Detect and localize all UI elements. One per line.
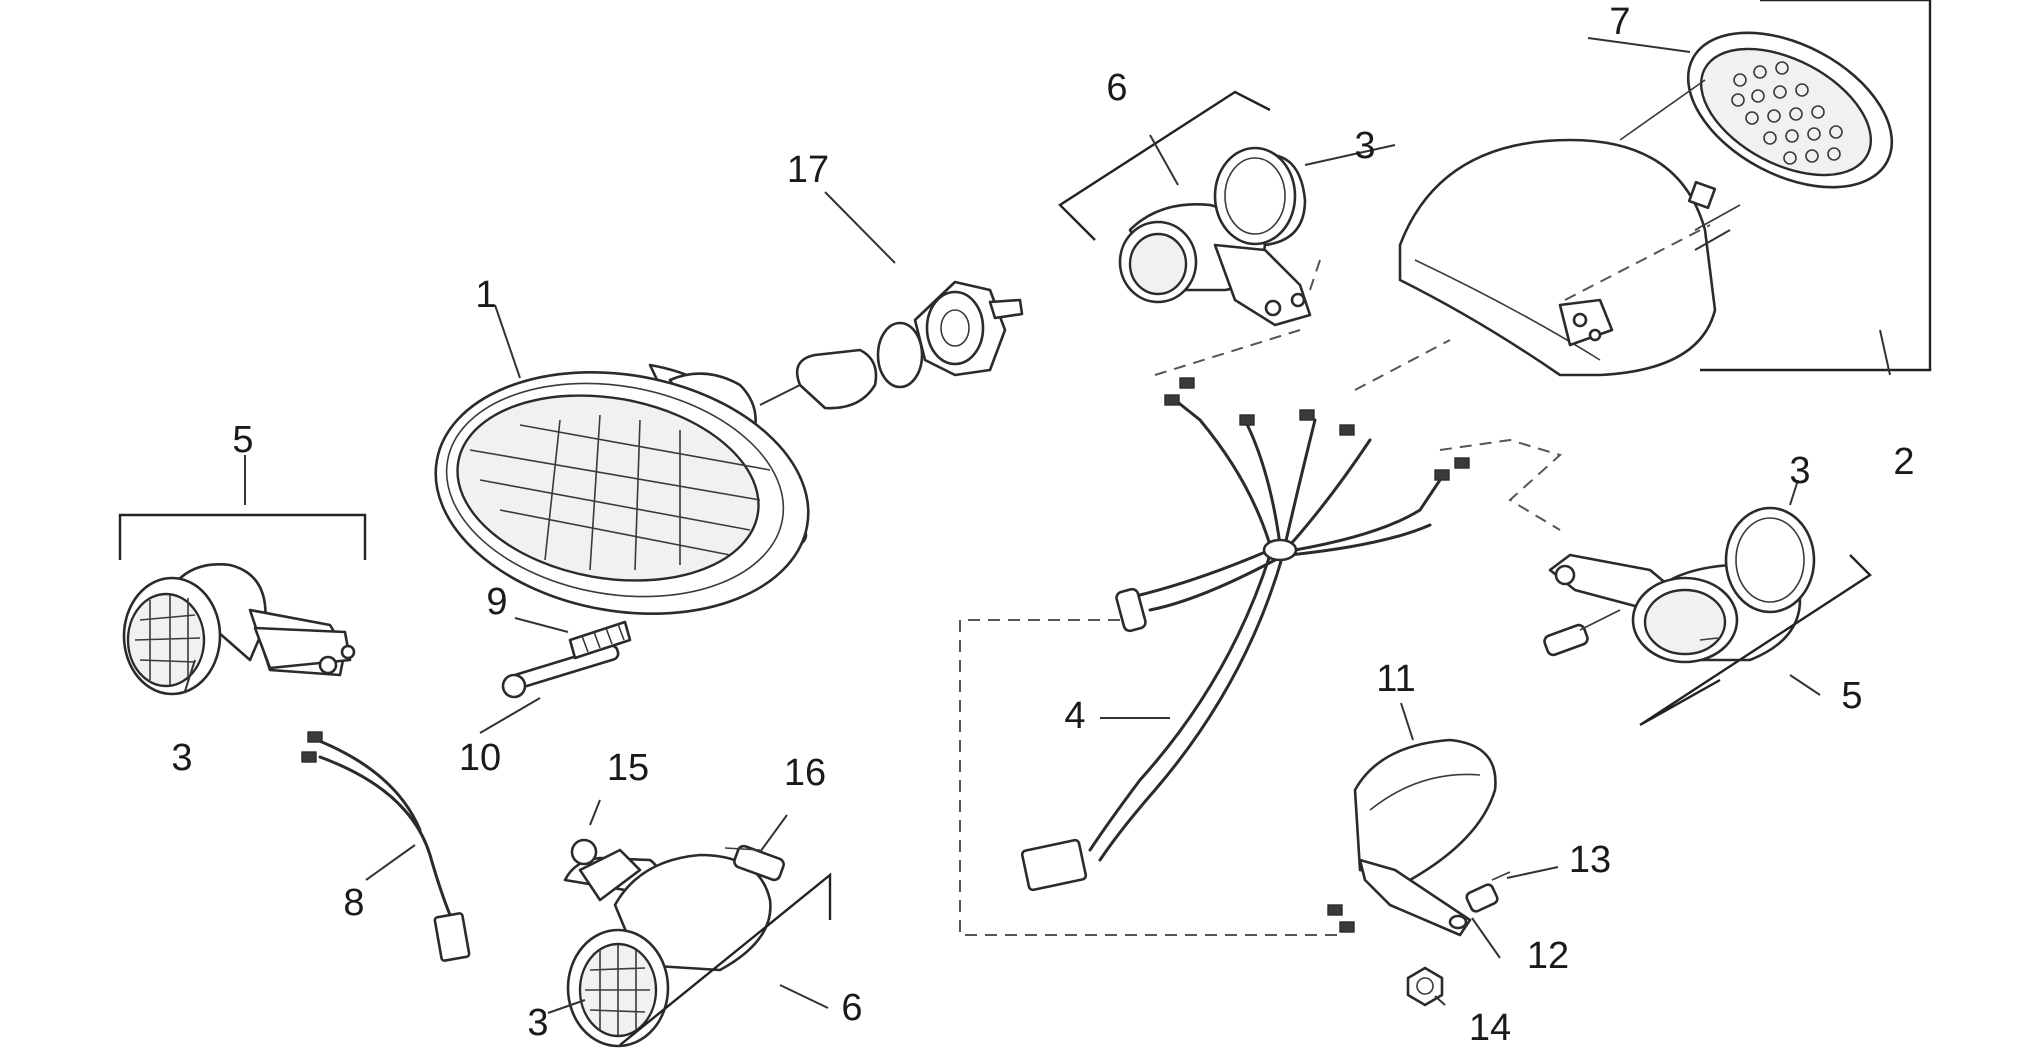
lower-indicator <box>563 838 785 1048</box>
callout-labels: 1 2 3 3 3 3 4 5 5 6 6 7 8 9 10 11 12 13 … <box>171 1 1914 1048</box>
tail-light-assembly <box>1398 31 1894 377</box>
callout-5-left: 5 <box>232 419 253 461</box>
wiring-harness <box>1020 329 1562 892</box>
callout-3-right: 3 <box>1789 450 1810 492</box>
callout-9: 9 <box>486 581 507 623</box>
left-indicator <box>122 563 356 696</box>
callout-2: 2 <box>1893 441 1914 483</box>
callout-3-left: 3 <box>171 737 192 779</box>
callout-6-upper: 6 <box>1106 67 1127 109</box>
assembly-brackets <box>118 0 1932 1046</box>
right-indicator <box>1543 506 1816 664</box>
callout-8: 8 <box>343 882 364 924</box>
callout-1: 1 <box>475 274 496 316</box>
licence-plate-light <box>1327 738 1511 1007</box>
connection-lines <box>959 259 1340 936</box>
callout-12: 12 <box>1527 935 1569 977</box>
callout-14: 14 <box>1469 1007 1511 1048</box>
callout-16: 16 <box>784 752 826 794</box>
callout-6-lower: 6 <box>841 987 862 1029</box>
callout-15: 15 <box>607 747 649 789</box>
callout-3-lower: 3 <box>527 1002 548 1044</box>
callout-17: 17 <box>787 149 829 191</box>
callout-11: 11 <box>1376 658 1415 700</box>
callout-4: 4 <box>1064 695 1085 737</box>
bulb-and-socket <box>759 280 1024 410</box>
leader-lines <box>184 37 1891 1014</box>
callout-5-right: 5 <box>1841 675 1862 717</box>
upper-indicator <box>1118 146 1312 327</box>
callout-13: 13 <box>1569 839 1611 881</box>
indicator-wire-lead <box>301 731 471 962</box>
headlight-assembly <box>434 363 810 616</box>
callout-10: 10 <box>459 737 501 779</box>
callout-7: 7 <box>1609 1 1630 43</box>
screw-and-spring <box>501 620 632 699</box>
callout-3-upper: 3 <box>1354 125 1375 167</box>
